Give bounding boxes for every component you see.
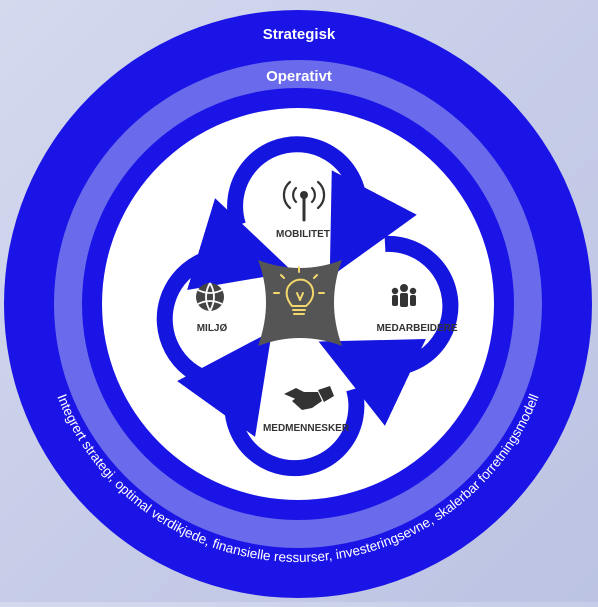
petal-label-top: MOBILITET <box>276 229 330 240</box>
handshake-icon <box>284 386 334 410</box>
center-hub <box>258 260 342 346</box>
antenna-icon <box>282 180 326 222</box>
cycle-arrows <box>156 136 459 477</box>
operative-label: Operativt <box>266 68 332 85</box>
lightbulb-icon <box>273 266 325 315</box>
globe-icon <box>196 282 224 312</box>
strategic-label: Strategisk <box>263 26 336 43</box>
petal-label-right: MEDARBEIDERE <box>376 323 457 334</box>
top-arrow <box>227 136 417 278</box>
petal-label-left: MILJØ <box>197 323 228 334</box>
people-icon <box>391 284 417 307</box>
left-arrow <box>156 198 293 388</box>
right-arrow <box>318 235 459 426</box>
petal-label-bottom: MEDMENNESKER <box>263 423 350 434</box>
bottom-arrow <box>177 330 365 477</box>
